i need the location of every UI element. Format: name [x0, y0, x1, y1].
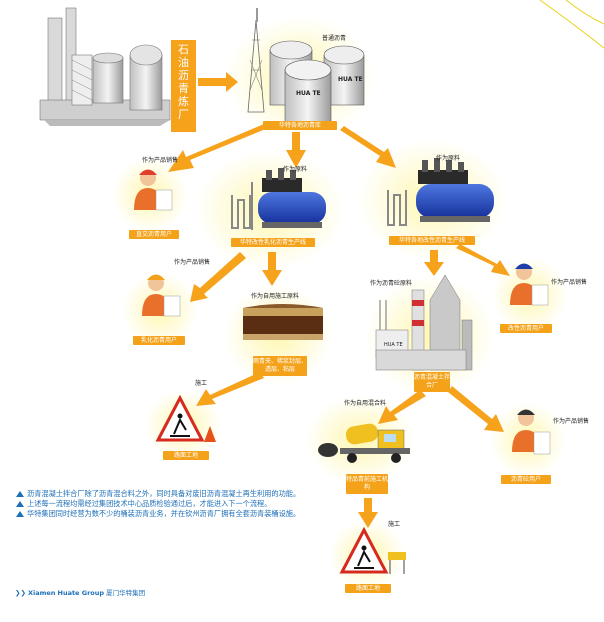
roadwork-sign-2 — [339, 526, 406, 574]
arrow-refinery-depot — [198, 72, 238, 92]
brand-city: Xiamen — [27, 589, 56, 597]
arrow-products-site1 — [196, 372, 264, 406]
arrow-depot-user1 — [168, 124, 268, 172]
mixing-plant-box: 沥青混凝土拌合厂 — [414, 372, 450, 392]
site-box-1: 路面工地 — [163, 451, 209, 460]
note-item: 沥青混凝土拌合厂除了沥青混合料之外，同时具备对废旧沥青混凝土再生利用的功能。 — [15, 489, 315, 499]
arrow-plant-user4 — [448, 386, 504, 432]
construction-label-2: 施工 — [388, 521, 401, 528]
mixing-plant-illustration — [375, 274, 473, 371]
self-use-label: 作为自用施工原料 — [251, 293, 300, 300]
note-item: 上述每一流程均需经过集团技术中心品质检验通过后，才能进入下一个流程。 — [15, 499, 315, 509]
decor-curve-2 — [565, 0, 604, 25]
footer-brand: ❯❯ Xiamen Huate Group 厦门华特集团 — [15, 587, 145, 597]
title-char: 炼 — [178, 95, 189, 108]
tank-brand-2: HUA TE — [338, 76, 363, 83]
direct-user-box: 直交沥青用户 — [129, 230, 179, 239]
decor-curve-1 — [539, 0, 604, 49]
worker-3-illustration — [510, 263, 549, 306]
sales-label-2: 作为产品销售 — [174, 259, 211, 266]
note-text: 上述每一流程均需经过集团技术中心品质检验通过后，才能进入下一个流程。 — [27, 499, 272, 508]
emulsified-line-box: 华特改性乳化沥青生产线 — [231, 238, 315, 247]
note-text: 沥青混凝土拌合厂除了沥青混合料之外，同时具备对废旧沥青混凝土再生利用的功能。 — [27, 489, 301, 498]
products-box: 雨青夹、稀浆封层、透层、粘层 — [253, 356, 307, 376]
arrow-contractor-site2 — [358, 498, 378, 528]
triangle-bullet-icon — [16, 491, 24, 497]
title-char: 石 — [178, 43, 189, 56]
raw-material-label-2: 作为原料 — [436, 155, 461, 162]
title-char: 厂 — [178, 108, 189, 121]
binder-label: 作为沥青砼原料 — [370, 280, 413, 287]
contractor-box: 特品青前施工机构 — [346, 474, 388, 494]
arrow-depot-modified — [340, 126, 396, 168]
arrow-depot-emulsified — [286, 132, 306, 168]
triangle-bullet-icon — [16, 511, 24, 517]
refinery-title: 石 油 沥 青 炼 厂 — [171, 40, 196, 132]
modified-user-box: 改性沥青用户 — [500, 324, 552, 333]
tank-brand-1: HUA TE — [296, 90, 321, 97]
plant-brand-tag: HUA TE — [384, 342, 403, 348]
triangle-bullet-icon — [16, 501, 24, 507]
emulsified-user-box: 乳化沥青用户 — [133, 336, 185, 345]
worker-2-illustration — [142, 274, 181, 317]
sales-label-1: 作为产品销售 — [142, 157, 179, 164]
title-char: 油 — [178, 56, 189, 69]
site-box-2: 路面工地 — [345, 584, 391, 593]
note-item: 华特集团同时经营为数不少的桶装沥青业务，并在钦州沥青厂拥有全套沥青装桶设施。 — [15, 509, 315, 519]
roadwork-sign-1 — [155, 394, 216, 442]
arrow-emulsified-user2 — [190, 252, 246, 302]
construction-label-1: 施工 — [195, 380, 208, 387]
arrow-plant-truck — [378, 390, 426, 424]
title-char: 青 — [178, 82, 189, 95]
title-char: 沥 — [178, 69, 189, 82]
self-use-mix-label: 作为自用混合料 — [344, 400, 387, 407]
products-illustration — [243, 304, 323, 340]
truck-illustration — [318, 423, 410, 463]
note-text: 华特集团同时经营为数不少的桶装沥青业务，并在钦州沥青厂拥有全套沥青装桶设施。 — [27, 509, 301, 518]
brand-group: Huate Group — [57, 589, 105, 597]
arrow-modified-plant — [424, 250, 444, 276]
modified-line-box: 华特各地改性沥青生产线 — [389, 236, 475, 245]
brand-chinese: 厦门华特集团 — [106, 589, 146, 597]
arrow-modified-user3 — [456, 244, 510, 276]
double-chevron-icon: ❯❯ — [15, 589, 26, 597]
depot-illustration — [247, 8, 365, 123]
arrow-emulsified-products — [262, 252, 282, 286]
sales-label-4: 作为产品销售 — [553, 418, 590, 425]
emulsified-line-illustration — [231, 168, 326, 230]
worker-1-illustration — [134, 169, 173, 211]
raw-material-label-1: 作为原料 — [283, 166, 308, 173]
modified-line-illustration — [387, 158, 494, 226]
depot-box: 华特各地沥青库 — [263, 121, 337, 130]
worker-4-illustration — [512, 409, 551, 455]
sales-label-3: 作为产品销售 — [551, 279, 588, 286]
ordinary-asphalt-label: 普通沥青 — [322, 35, 347, 42]
refinery-illustration — [39, 7, 171, 126]
concrete-user-box: 沥青砼用户 — [501, 475, 551, 484]
notes-list: 沥青混凝土拌合厂除了沥青混合料之外，同时具备对废旧沥青混凝土再生利用的功能。 上… — [15, 489, 315, 519]
